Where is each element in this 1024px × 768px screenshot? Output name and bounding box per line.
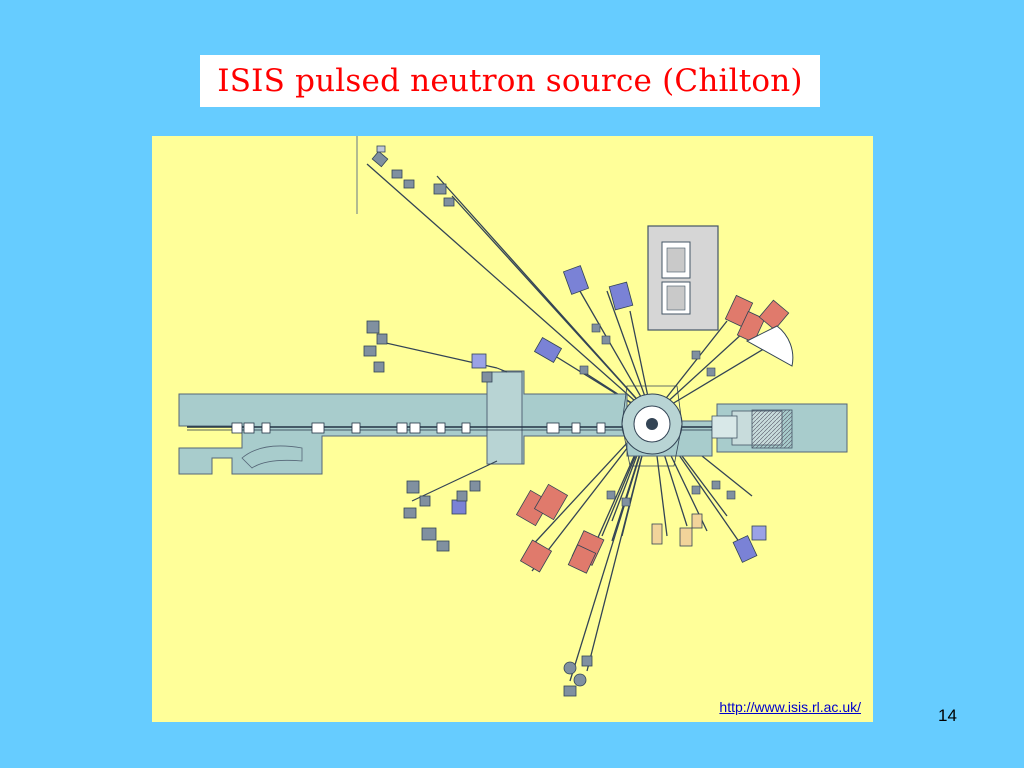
target-station [621, 385, 683, 467]
isis-layout-figure: http://www.isis.rl.ac.uk/ [152, 136, 873, 722]
blue-instruments [451, 265, 767, 563]
slide-title: ISIS pulsed neutron source (Chilton) [217, 63, 803, 99]
muon-beamlines [363, 320, 508, 552]
synchrotron-hall [178, 370, 848, 475]
bottom-instruments [563, 655, 593, 697]
red-instruments [515, 294, 790, 574]
target-components [579, 323, 736, 507]
upper-left-instruments [371, 145, 455, 207]
tan-instruments [651, 513, 703, 547]
page-number: 14 [938, 706, 957, 725]
isis-facility-diagram [178, 136, 848, 697]
title-box: ISIS pulsed neutron source (Chilton) [200, 55, 820, 107]
raman-building [647, 225, 719, 331]
isis-website-link[interactable]: http://www.isis.rl.ac.uk/ [717, 699, 863, 715]
right-fan-instrument [745, 325, 794, 367]
